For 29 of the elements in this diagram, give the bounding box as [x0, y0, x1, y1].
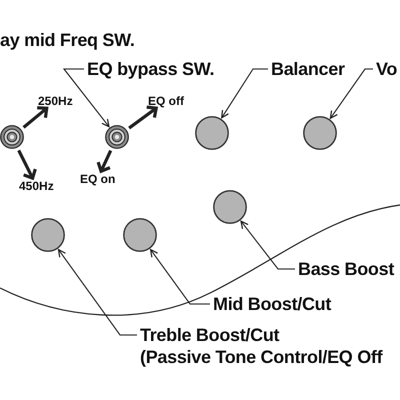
arrow [96, 150, 112, 173]
callout-label: Treble Boost/Cut [140, 326, 280, 344]
leader-line [150, 249, 210, 305]
callout-label: (Passive Tone Control/EQ Off [140, 348, 382, 366]
leader-line [58, 249, 137, 336]
leader-line [62, 68, 110, 128]
position-label: EQ off [148, 95, 184, 107]
rotary-switch [105, 125, 129, 149]
control-knob [303, 116, 337, 150]
leader-line [221, 68, 268, 118]
leader-line [330, 68, 373, 119]
arrow [17, 150, 37, 180]
arrow [22, 106, 48, 129]
position-label: EQ on [80, 173, 116, 185]
callout-label: EQ bypass SW. [87, 60, 214, 78]
control-knob [123, 218, 157, 252]
callout-label: Mid Boost/Cut [213, 295, 332, 313]
arrow [128, 106, 158, 130]
switch-label: ay mid Freq SW. [0, 31, 135, 49]
callout-label: Balancer [271, 60, 345, 78]
rotary-switch [0, 125, 24, 149]
control-knob [195, 116, 229, 150]
position-label: 250Hz [38, 95, 73, 107]
position-label: 450Hz [19, 180, 54, 192]
control-knob [31, 218, 65, 252]
control-knob [213, 190, 247, 224]
callout-label: Vo [376, 60, 398, 78]
callout-label: Bass Boost [298, 260, 394, 278]
leader-line [240, 220, 295, 270]
